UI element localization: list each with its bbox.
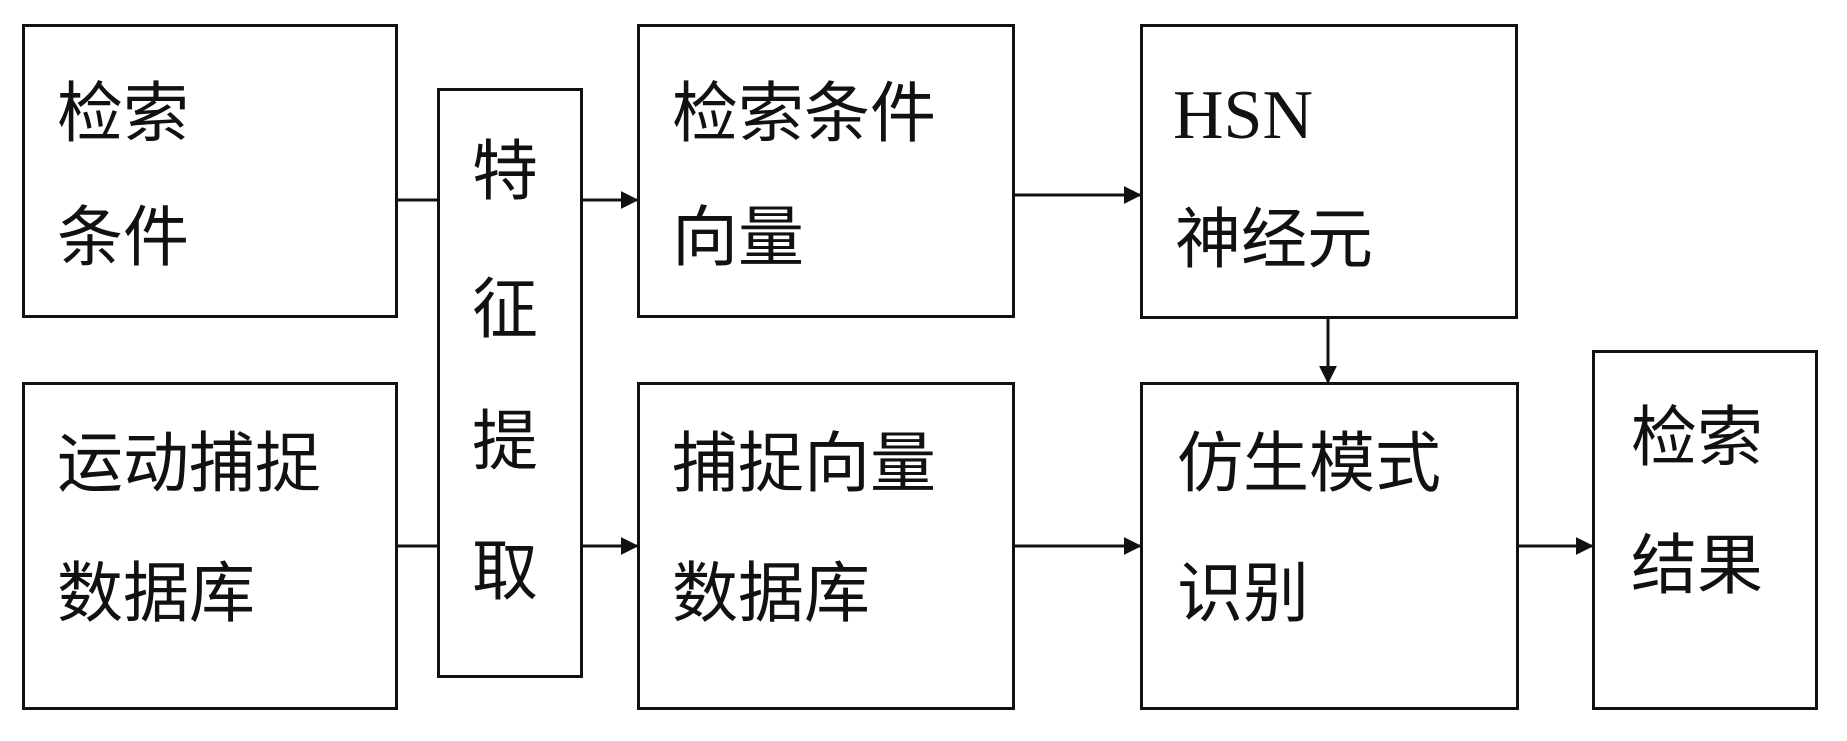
hsn-neuron-line-1: HSN [1173,77,1314,154]
feature-extraction-char-2: 征 [472,271,538,348]
query-condition-line-2: 条件 [57,199,189,276]
feature-extraction-char-3: 提 [472,403,538,480]
capture-vector-db-line-1: 捕捉向量 [672,425,936,502]
query-vector-line-2: 向量 [672,199,804,276]
hsn-neuron-box: HSN 神经元 [1140,24,1518,319]
query-condition-box: 检索 条件 [22,24,398,318]
capture-vector-database-box: 捕捉向量 数据库 [637,382,1015,710]
hsn-neuron-line-2: 神经元 [1175,201,1373,278]
feature-extraction-char-4: 取 [472,533,538,610]
bionic-pattern-recognition-box: 仿生模式 识别 [1140,382,1519,710]
motion-capture-db-line-2: 数据库 [57,555,255,632]
feature-extraction-box: 特 征 提 取 [437,88,583,678]
feature-extraction-char-1: 特 [472,133,538,210]
query-result-line-1: 检索 [1631,399,1763,476]
motion-capture-database-box: 运动捕捉 数据库 [22,382,398,710]
query-vector-box: 检索条件 向量 [637,24,1015,318]
bionic-recognition-line-1: 仿生模式 [1177,425,1441,502]
query-vector-line-1: 检索条件 [672,75,936,152]
query-result-box: 检索 结果 [1592,350,1818,710]
motion-capture-db-line-1: 运动捕捉 [57,425,321,502]
query-result-line-2: 结果 [1631,527,1763,604]
capture-vector-db-line-2: 数据库 [672,555,870,632]
bionic-recognition-line-2: 识别 [1177,555,1309,632]
query-condition-line-1: 检索 [57,75,189,152]
